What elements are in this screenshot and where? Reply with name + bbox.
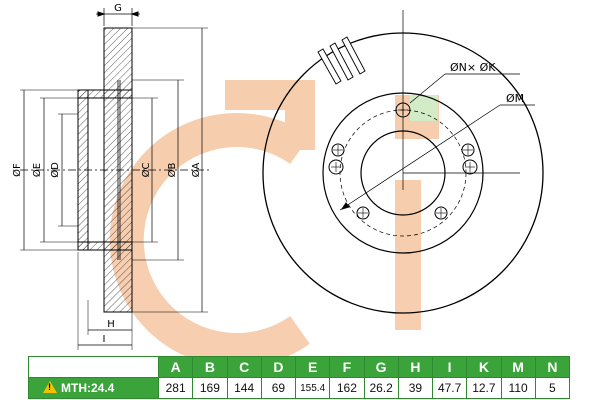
spec-key-a: A [157, 356, 194, 378]
mth-label: MTH:24.4 [61, 381, 115, 395]
spec-value-i: 47.7 [431, 377, 468, 399]
spec-key-c: C [226, 356, 262, 378]
dim-label-e: ØE [31, 163, 43, 177]
spec-key-i: I [431, 356, 468, 378]
mth-cell: MTH:24.4 [28, 377, 159, 399]
warning-icon [43, 381, 57, 393]
spec-value-row: MTH:24.4 281 169 144 69 155.4 162 26.2 3… [28, 377, 571, 399]
dim-label-i: I [103, 334, 106, 345]
spec-value-d: 69 [260, 377, 297, 399]
dim-label-g: G [114, 3, 122, 14]
spec-value-c: 144 [226, 377, 262, 399]
dim-label-b: ØB [166, 162, 178, 177]
spec-key-n: N [534, 356, 571, 378]
spec-value-g: 26.2 [363, 377, 399, 399]
spec-key-e: E [294, 356, 331, 378]
dim-label-c: ØC [140, 163, 152, 178]
spec-value-n: 5 [534, 377, 571, 399]
spec-key-f: F [329, 356, 365, 378]
spec-value-f: 162 [329, 377, 365, 399]
spec-value-b: 169 [192, 377, 228, 399]
spec-header-blank [28, 356, 159, 378]
spec-key-d: D [260, 356, 297, 378]
callout-bolt-holes: ØN× ØK [450, 61, 496, 74]
spec-key-k: K [466, 356, 502, 378]
front-view [262, 10, 544, 314]
dim-label-f: ØF [11, 163, 23, 177]
spec-value-m: 110 [500, 377, 536, 399]
spec-key-g: G [363, 356, 399, 378]
dim-label-h: H [107, 319, 115, 330]
dim-label-d: ØD [49, 162, 61, 178]
bolt-holes [328, 102, 478, 220]
spec-value-e: 155.4 [294, 377, 331, 399]
dim-label-a: ØA [190, 162, 202, 177]
side-section-view [20, 8, 210, 350]
spec-table: A B C D E F G H I K M N MTH:24.4 281 169… [28, 356, 571, 399]
callout-pitch-diameter: ØM [506, 92, 524, 105]
spec-value-a: 281 [157, 377, 194, 399]
spec-key-m: M [500, 356, 536, 378]
spec-value-k: 12.7 [466, 377, 502, 399]
spec-key-h: H [397, 356, 434, 378]
spec-header-row: A B C D E F G H I K M N [28, 356, 571, 378]
spec-key-b: B [192, 356, 228, 378]
vent-slots [317, 36, 366, 85]
spec-value-h: 39 [397, 377, 434, 399]
